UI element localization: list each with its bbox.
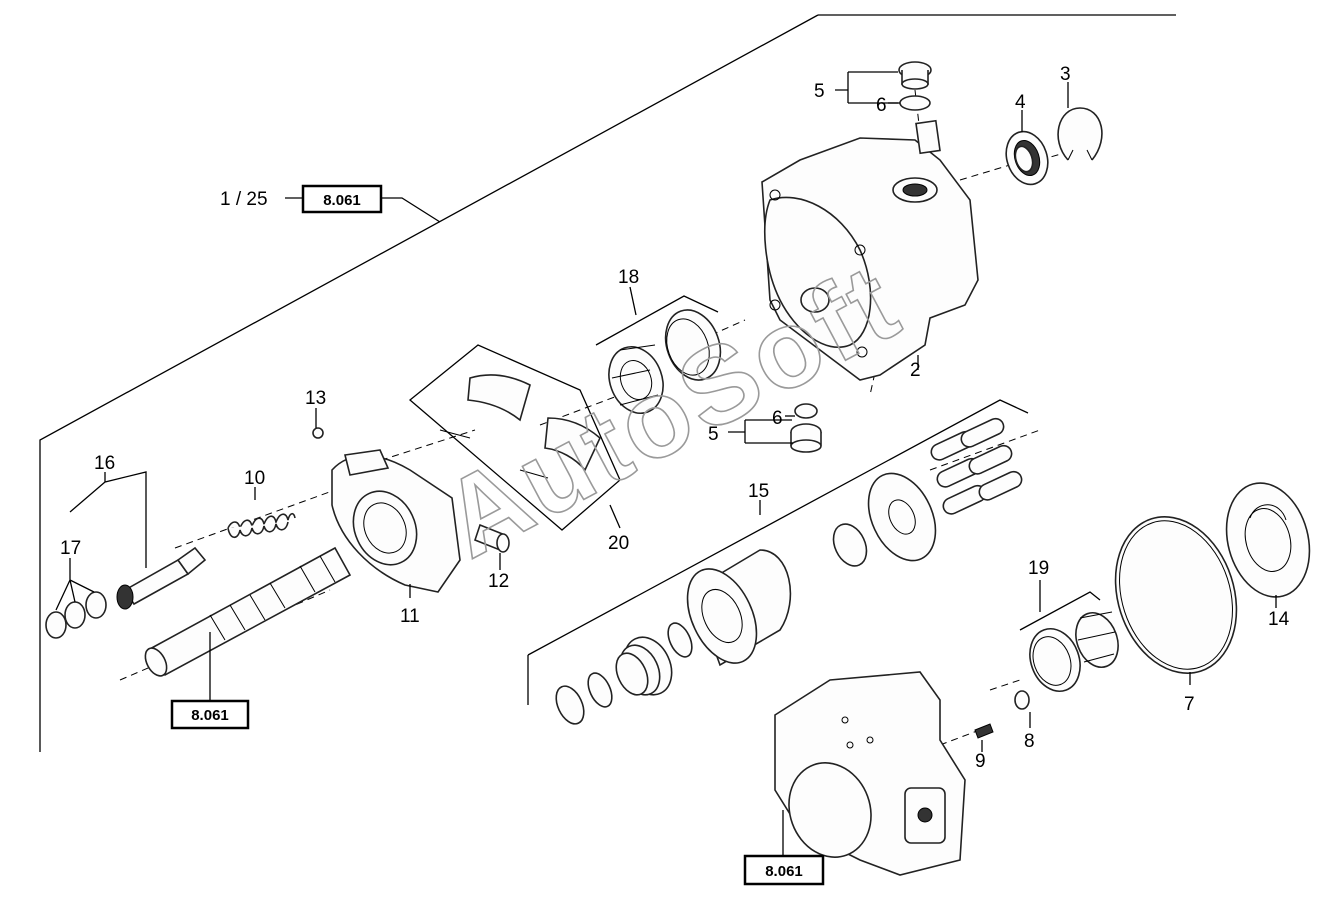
callout-6-top: 6 <box>876 95 887 116</box>
callout-15: 15 <box>748 481 769 502</box>
callout-20: 20 <box>608 533 629 554</box>
small-plug <box>1014 690 1030 710</box>
pistons <box>930 417 1023 515</box>
cradle-shells <box>408 344 621 531</box>
callout-4: 4 <box>1015 92 1026 113</box>
end-cover <box>774 671 966 876</box>
callout-17: 17 <box>60 538 81 559</box>
callout-3: 3 <box>1060 64 1071 85</box>
circlip <box>1057 107 1103 161</box>
ref-box-shaft: 8.061 <box>170 699 250 730</box>
assembly-ref-code: 8.061 <box>323 192 361 209</box>
drive-shaft <box>144 546 352 677</box>
callout-5-top: 5 <box>814 81 825 102</box>
callout-13: 13 <box>305 388 326 409</box>
valve-plate <box>1225 482 1311 598</box>
shaft-seal <box>1005 130 1049 186</box>
pump-housing <box>761 119 979 381</box>
spring <box>227 512 296 539</box>
callout-16: 16 <box>94 453 115 474</box>
small-pin <box>974 723 994 739</box>
ref-code-shaft: 8.061 <box>191 707 229 724</box>
leader-lines <box>55 71 1277 855</box>
callout-11: 11 <box>400 606 420 627</box>
swash-plate <box>312 427 461 593</box>
callout-7: 7 <box>1184 694 1195 715</box>
o-ring <box>1114 516 1238 674</box>
callouts: 2 3 4 5 6 5 6 7 8 9 10 11 12 13 14 15 16… <box>60 64 1290 772</box>
taper-bearing <box>608 309 722 414</box>
assembly-ref-box <box>301 184 383 214</box>
roller-bearing <box>1029 611 1119 692</box>
pivot-pin <box>474 523 510 553</box>
callout-18: 18 <box>618 267 639 288</box>
callout-10: 10 <box>244 468 265 489</box>
cylinder-block <box>527 399 1029 725</box>
ref-code-cover: 8.061 <box>765 863 803 880</box>
assembly-ref-label: 1 / 25 <box>220 189 268 210</box>
callout-19: 19 <box>1028 558 1049 579</box>
callout-12: 12 <box>488 571 509 592</box>
plug-middle <box>790 403 822 453</box>
adjuster-assembly <box>45 546 207 639</box>
plug-top <box>898 61 932 111</box>
callout-9: 9 <box>975 751 986 772</box>
callout-2: 2 <box>910 360 921 381</box>
callout-6-mid: 6 <box>772 408 783 429</box>
callout-8: 8 <box>1024 731 1035 752</box>
ref-box-cover: 8.061 <box>743 854 825 886</box>
callout-5-mid: 5 <box>708 424 719 445</box>
callout-14: 14 <box>1268 609 1290 630</box>
assembly-ref-group: 1 / 25 8.061 <box>220 184 383 214</box>
assembly-frame <box>39 14 1176 752</box>
